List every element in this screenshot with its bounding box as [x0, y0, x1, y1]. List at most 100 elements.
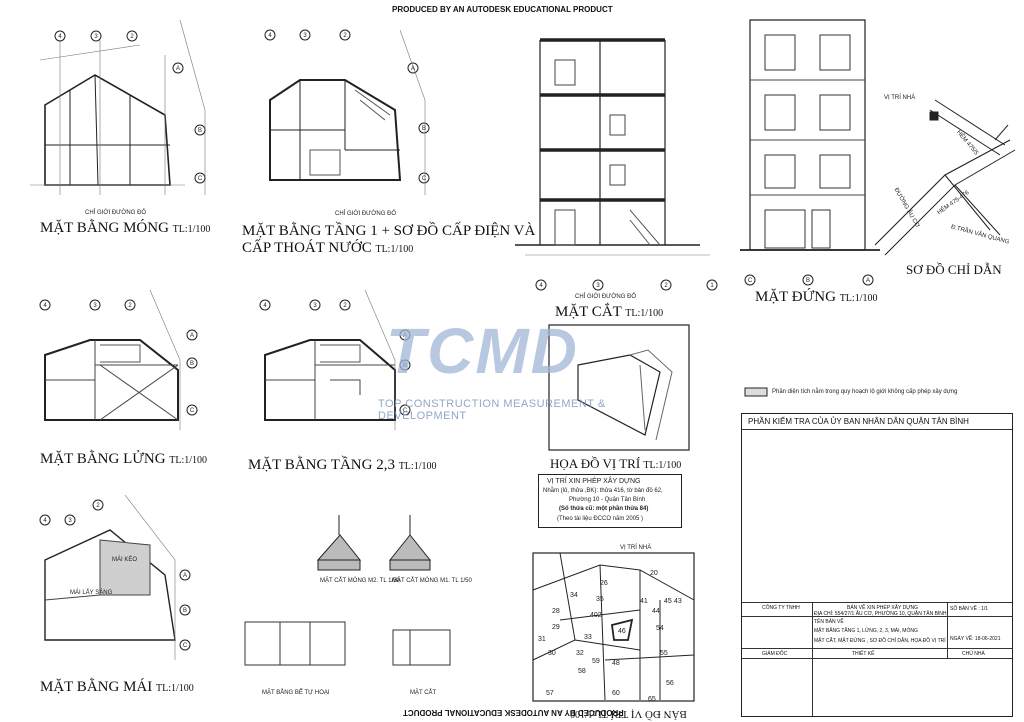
title-ground-floor-plan: MẶT BẰNG TẦNG 1 + SƠ ĐỒ CẤP ĐIỆN VÀ — [242, 223, 536, 239]
floor-2-3-plan — [259, 289, 411, 430]
parcel-number: 54 — [656, 625, 664, 632]
svg-text:A: A — [190, 333, 194, 339]
parcel-number: 29 — [552, 624, 560, 631]
parcel-number: 31 — [538, 636, 546, 643]
parcel-number: 32 — [576, 650, 584, 657]
parcel-number: 48 — [612, 660, 620, 667]
svg-text:4: 4 — [268, 33, 272, 39]
label-skylight-roof: MÁI LẤY SÁNG — [70, 590, 113, 596]
tb-content2: MẶT CẮT, MẶT ĐỨNG , SƠ ĐỒ CHỈ DẪN, HỌA Đ… — [814, 638, 946, 644]
parcel-number: 402 — [590, 612, 602, 619]
title-site-plan: HỌA ĐỒ VỊ TRÍ TL:1/100 — [550, 456, 682, 471]
roof-plan — [39, 494, 191, 660]
title-foundation-plan: MẶT BẰNG MÓNG TL:1/100 — [40, 220, 211, 236]
parcel-number: 60 — [612, 690, 620, 697]
label-section-small: MẶT CẮT — [410, 690, 437, 696]
tb-sheet-no: SỐ BẢN VẼ : 1/1 — [950, 606, 989, 612]
site-plan — [548, 324, 690, 451]
mezzanine-plan — [39, 289, 198, 430]
legend-swatch — [744, 387, 768, 397]
tb-address: ĐỊA CHỈ: 554/27/1 ÂU CƠ, PHƯỜNG 10, QUẬN… — [814, 611, 947, 617]
parcel-number: 41 — [640, 598, 648, 605]
parcel-number: 28 — [552, 608, 560, 615]
permit-line4: (Số thửa cũ: một phần thửa 84) — [559, 506, 649, 512]
parcel-number: 44 — [652, 608, 660, 615]
svg-text:4: 4 — [539, 283, 543, 289]
parcel-number: 56 — [666, 680, 674, 687]
parcel-number: 57 — [546, 690, 554, 697]
svg-text:C: C — [183, 643, 188, 649]
section-view — [515, 38, 718, 291]
autodesk-header: PRODUCED BY AN AUTODESK EDUCATIONAL PROD… — [392, 5, 613, 14]
tb-content1: MẶT BẰNG TẦNG 1, LỬNG, 2, 3, MÁI, MÓNG — [814, 628, 918, 634]
permit-line3: Phường 10 - Quận Tân Bình — [569, 497, 646, 503]
parcel-number: 58 — [578, 668, 586, 675]
permit-line1: VỊ TRÍ XIN PHÉP XÂY DỰNG — [547, 478, 641, 485]
permit-line2: Nhằm (lô, thửa ,BK): thửa 416, tờ bản đồ… — [543, 488, 663, 494]
svg-text:3: 3 — [68, 518, 72, 524]
svg-text:C: C — [748, 278, 753, 284]
svg-text:3: 3 — [93, 303, 97, 309]
svg-text:4: 4 — [43, 518, 47, 524]
title-roof-plan: MẶT BẰNG MÁI TL:1/100 — [40, 679, 194, 695]
label-house-location: VỊ TRÍ NHÀ — [884, 95, 916, 101]
svg-text:4: 4 — [263, 303, 267, 309]
svg-text:C: C — [422, 176, 427, 182]
parcel-number: 34 — [570, 592, 578, 599]
title-elevation: MẶT ĐỨNG TL:1/100 — [755, 289, 878, 305]
parcel-number: 65 — [648, 696, 656, 703]
tb-designer: THIẾT KẾ — [852, 651, 875, 657]
legend-text: Phần diện tích nằm trong quy hoạch lộ gi… — [772, 389, 958, 395]
parcel-number: 59 — [592, 658, 600, 665]
svg-text:2: 2 — [343, 303, 347, 309]
tb-director: GIÁM ĐỐC — [762, 651, 788, 657]
tb-project: BẢN VẼ XIN PHÉP XÂY DỰNG — [847, 605, 919, 611]
svg-text:B: B — [403, 363, 407, 369]
tb-date: NGÀY VẼ: 18-06-2021 — [950, 636, 1001, 642]
parcel-number: 55 — [660, 650, 668, 657]
title-floor-2-3-plan: MẶT BẰNG TẦNG 2,3 TL:1/100 — [248, 457, 437, 473]
tb-company: CÔNG TY TNHH — [762, 605, 800, 611]
foundation-details — [244, 515, 451, 666]
svg-text:3: 3 — [303, 33, 307, 39]
label-red-line-2: CHỈ GIỚI ĐƯỜNG ĐỎ — [335, 211, 397, 217]
parcel-number: 46 — [618, 628, 626, 635]
location-sketch — [874, 99, 1016, 256]
label-foundation-m2: MẶT CẮT MÓNG M2. TL 1/50 — [320, 578, 400, 584]
parcel-number: 35 — [596, 596, 604, 603]
parcel-number: 33 — [584, 634, 592, 641]
svg-text:A: A — [403, 333, 407, 339]
svg-text:1: 1 — [710, 283, 714, 289]
title-location-sketch: SƠ ĐỒ CHỈ DẪN — [906, 262, 1002, 277]
title-block-heading: PHẦN KIỂM TRA CỦA ỦY BAN NHÂN DÂN QUẬN T… — [748, 417, 969, 426]
foundation-plan — [30, 19, 206, 195]
permit-location-box: VỊ TRÍ XIN PHÉP XÂY DỰNG Nhằm (lô, thửa … — [538, 474, 682, 528]
title-block: PHẦN KIỂM TRA CỦA ỦY BAN NHÂN DÂN QUẬN T… — [741, 413, 1013, 717]
svg-text:C: C — [198, 176, 203, 182]
svg-text:2: 2 — [128, 303, 132, 309]
title-ground-floor-plan-line2: CẤP THOÁT NƯỚC TL:1/100 — [242, 240, 414, 256]
parcel-number: 43 — [674, 598, 682, 605]
title-cadastral-map: BẢN ĐỒ VỊ TRÍ TL:1/100 — [570, 708, 687, 720]
svg-text:B: B — [198, 128, 202, 134]
label-foundation-m1: MẶT CẮT MÓNG M1. TL 1/50 — [392, 578, 472, 584]
svg-text:B: B — [422, 126, 426, 132]
label-septic-tank: MẶT BẰNG BỂ TỰ HOẠI — [262, 690, 330, 696]
svg-text:2: 2 — [96, 503, 100, 509]
svg-text:B: B — [183, 608, 187, 614]
svg-text:4: 4 — [58, 34, 62, 40]
svg-text:A: A — [866, 278, 870, 284]
svg-text:3: 3 — [94, 34, 98, 40]
svg-text:B: B — [190, 361, 194, 367]
cadastral-map — [532, 552, 695, 702]
svg-text:4: 4 — [43, 303, 47, 309]
ground-floor-plan — [264, 29, 430, 195]
svg-text:2: 2 — [343, 33, 347, 39]
svg-text:A: A — [176, 66, 180, 72]
title-section: MẶT CẮT TL:1/100 — [555, 304, 664, 320]
elevation-view — [740, 19, 880, 286]
label-red-line-1: CHỈ GIỚI ĐƯỜNG ĐỎ — [85, 210, 147, 216]
parcel-number: 30 — [548, 650, 556, 657]
